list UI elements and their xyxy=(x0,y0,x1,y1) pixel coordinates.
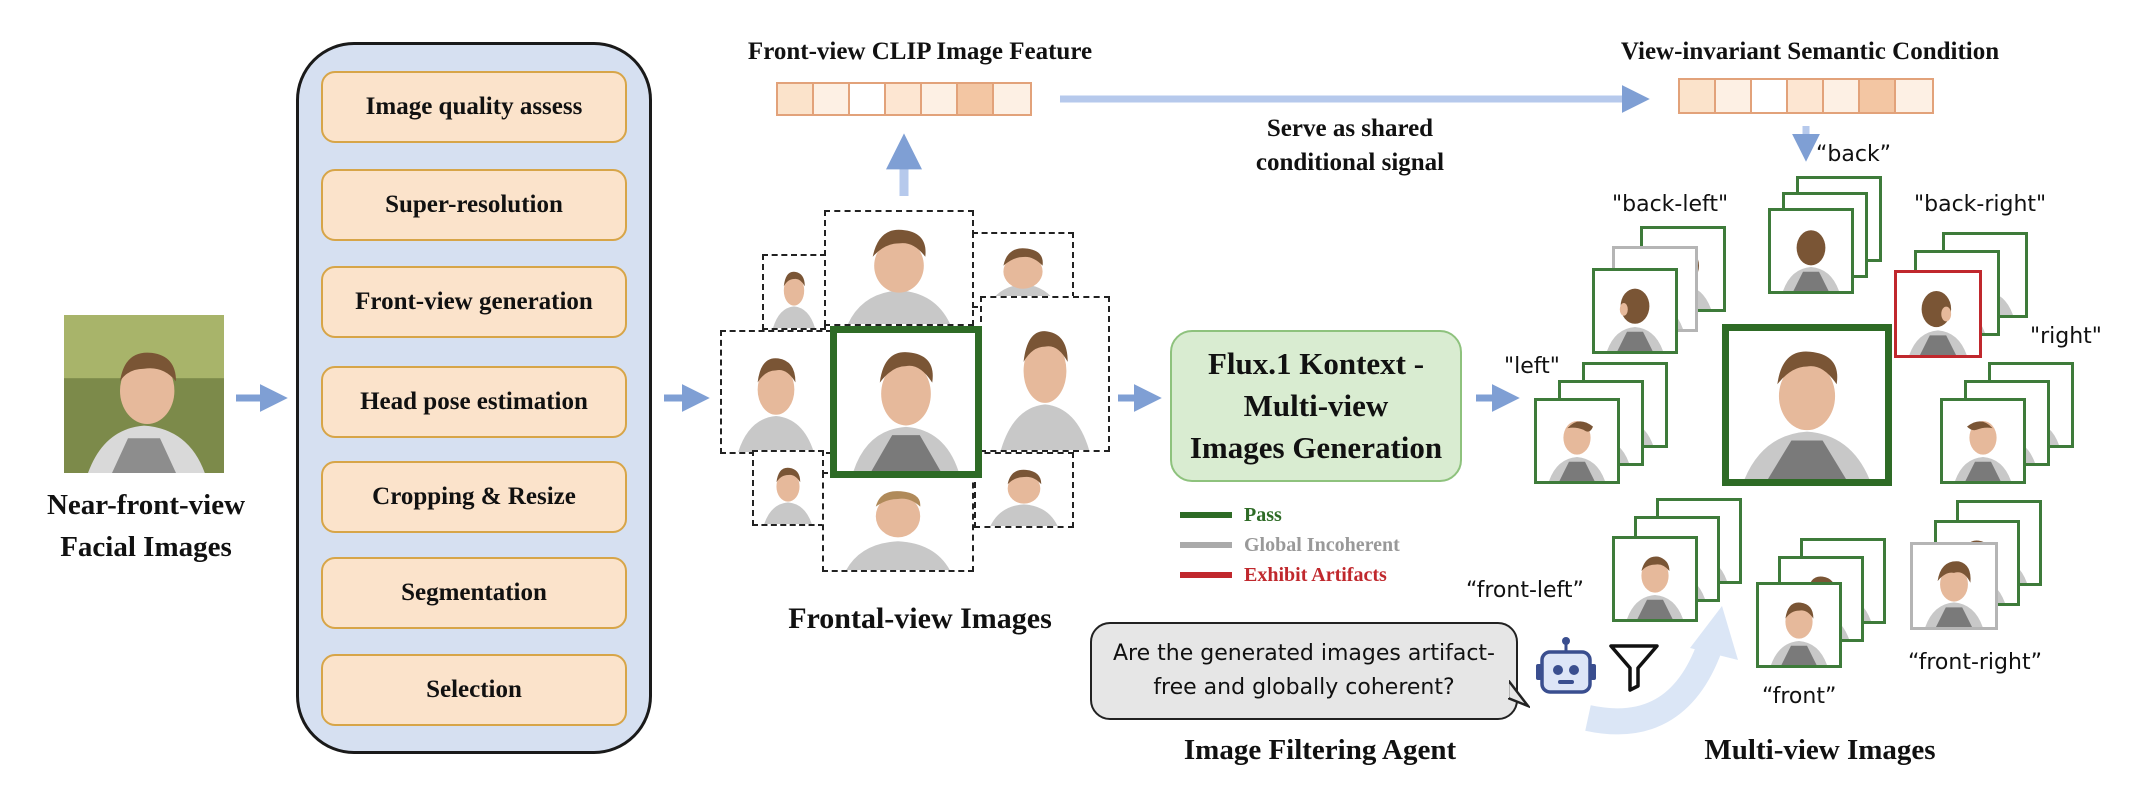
clip-feature-bar xyxy=(776,82,1032,116)
multiview-center-image xyxy=(1722,324,1892,486)
shared-signal-line1: Serve as shared xyxy=(1266,115,1434,142)
feature-cell xyxy=(778,84,814,114)
robot-icon xyxy=(1536,637,1596,694)
feature-cell xyxy=(1716,80,1752,112)
step-selection: Selection xyxy=(321,654,627,726)
frontal-face-image xyxy=(974,452,1074,528)
legend-item-incoherent: Global Incoherent xyxy=(1180,530,1480,560)
feature-cell xyxy=(1824,80,1860,112)
feature-cell xyxy=(1680,80,1716,112)
flux-line2: Multi-view xyxy=(1243,388,1389,423)
legend-label-pass: Pass xyxy=(1244,503,1282,526)
feature-cell xyxy=(814,84,850,114)
semantic-condition-label: View-invariant Semantic Condition xyxy=(1620,38,2000,65)
input-caption-line2: Facial Images xyxy=(60,531,232,563)
legend-label-artifacts: Exhibit Artifacts xyxy=(1244,563,1387,586)
agent-question-bubble: Are the generated images artifact- free … xyxy=(1090,622,1518,720)
frontal-face-selected xyxy=(830,326,982,478)
feature-cell xyxy=(1752,80,1788,112)
view-right-image xyxy=(1940,398,2026,484)
frontal-face-image xyxy=(762,254,826,330)
step-segmentation: Segmentation xyxy=(321,557,627,629)
view-left-image xyxy=(1534,398,1620,484)
frontal-face-image xyxy=(752,450,824,526)
view-label-back: “back” xyxy=(1816,142,1892,167)
view-label-front: “front” xyxy=(1762,684,1837,709)
agent-question-line2: free and globally coherent? xyxy=(1153,675,1455,700)
view-back-right-image-artifact xyxy=(1894,270,1982,358)
legend-item-pass: Pass xyxy=(1180,500,1480,530)
legend-label-incoherent: Global Incoherent xyxy=(1244,533,1400,556)
shared-signal-text: Serve as shared conditional signal xyxy=(1190,112,1510,180)
input-caption-line1: Near-front-view xyxy=(46,489,246,521)
flux-line1: Flux.1 Kontext - xyxy=(1207,346,1425,381)
view-front-image xyxy=(1756,582,1842,668)
view-label-right: "right" xyxy=(2030,324,2102,349)
view-front-right-image-incoherent xyxy=(1910,542,1998,630)
view-label-back-left: "back-left" xyxy=(1612,192,1729,217)
feature-cell xyxy=(994,84,1030,114)
frontal-face-image xyxy=(980,296,1110,452)
view-back-image xyxy=(1768,208,1854,294)
arrow-agent-feedback xyxy=(1585,635,1725,735)
step-super-resolution: Super-resolution xyxy=(321,169,627,241)
legend-swatch-incoherent xyxy=(1180,542,1232,548)
legend-item-artifacts: Exhibit Artifacts xyxy=(1180,560,1480,590)
view-label-front-left: “front-left” xyxy=(1466,578,1584,603)
bubble-tail xyxy=(1508,680,1530,709)
flux-kontext-box: Flux.1 Kontext - Multi-view Images Gener… xyxy=(1170,330,1462,482)
frontal-face-image xyxy=(824,210,974,326)
multiview-caption: Multi-view Images xyxy=(1704,734,1936,766)
input-caption: Near-front-view Facial Images xyxy=(20,484,272,568)
feature-cell xyxy=(1896,80,1932,112)
view-front-left-image xyxy=(1612,536,1698,622)
filter-funnel-icon xyxy=(1609,644,1659,692)
semantic-condition-bar xyxy=(1678,78,1934,114)
input-face-image xyxy=(64,315,224,473)
agent-caption: Image Filtering Agent xyxy=(1183,734,1457,766)
clip-feature-label: Front-view CLIP Image Feature xyxy=(747,38,1093,65)
step-cropping-resize: Cropping & Resize xyxy=(321,461,627,533)
legend-swatch-pass xyxy=(1180,512,1232,518)
agent-question-line1: Are the generated images artifact- xyxy=(1113,641,1495,666)
frontal-face-image xyxy=(720,330,832,454)
frontal-face-image xyxy=(822,472,974,572)
view-label-back-right: "back-right" xyxy=(1914,192,2047,217)
frontal-caption: Frontal-view Images xyxy=(788,602,1052,635)
flux-line3: Images Generation xyxy=(1189,430,1443,465)
feature-cell xyxy=(886,84,922,114)
view-label-left: "left" xyxy=(1504,354,1560,379)
feature-cell xyxy=(850,84,886,114)
shared-signal-line2: conditional signal xyxy=(1255,149,1445,176)
step-head-pose: Head pose estimation xyxy=(321,366,627,438)
feature-cell xyxy=(922,84,958,114)
step-front-view-generation: Front-view generation xyxy=(321,266,627,338)
legend-swatch-artifacts xyxy=(1180,572,1232,578)
feature-cell xyxy=(1788,80,1824,112)
feature-cell xyxy=(958,84,994,114)
view-label-front-right: “front-right” xyxy=(1908,650,2042,675)
legend: Pass Global Incoherent Exhibit Artifacts xyxy=(1180,500,1480,590)
step-image-quality: Image quality assess xyxy=(321,71,627,143)
view-back-left-image xyxy=(1592,268,1678,354)
feature-cell xyxy=(1860,80,1896,112)
